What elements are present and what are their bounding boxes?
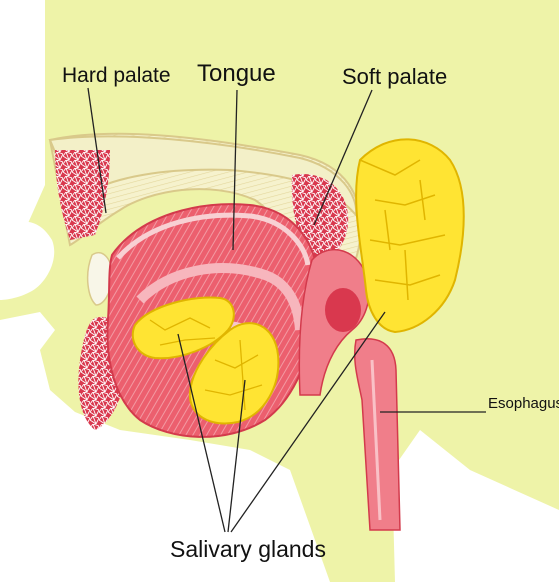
leader-tongue xyxy=(232,89,238,251)
sublingual-gland xyxy=(131,296,235,360)
upper-jaw-tissue xyxy=(55,150,110,240)
leader-salivary-3 xyxy=(230,311,386,533)
label-tongue: Tongue xyxy=(197,60,276,87)
leader-soft-palate xyxy=(313,89,373,226)
upper-tooth xyxy=(86,252,113,306)
esophagus-highlight xyxy=(370,359,382,521)
leader-hard-palate xyxy=(87,87,107,214)
uvula xyxy=(325,288,361,332)
tongue-inner-muscle xyxy=(136,263,305,331)
parotid-gland xyxy=(355,138,465,334)
leader-salivary-2 xyxy=(227,379,246,533)
submandibular-gland xyxy=(188,322,280,425)
leader-salivary-1 xyxy=(177,333,226,533)
leader-lines xyxy=(87,87,486,533)
esophagus xyxy=(353,338,401,531)
label-hard-palate: Hard palate xyxy=(62,64,171,87)
label-esophagus: Esophagus xyxy=(488,395,559,412)
lip-upper xyxy=(0,221,55,300)
label-salivary-glands: Salivary glands xyxy=(170,536,326,562)
tongue-surface xyxy=(116,212,311,266)
label-soft-palate: Soft palate xyxy=(342,64,448,89)
